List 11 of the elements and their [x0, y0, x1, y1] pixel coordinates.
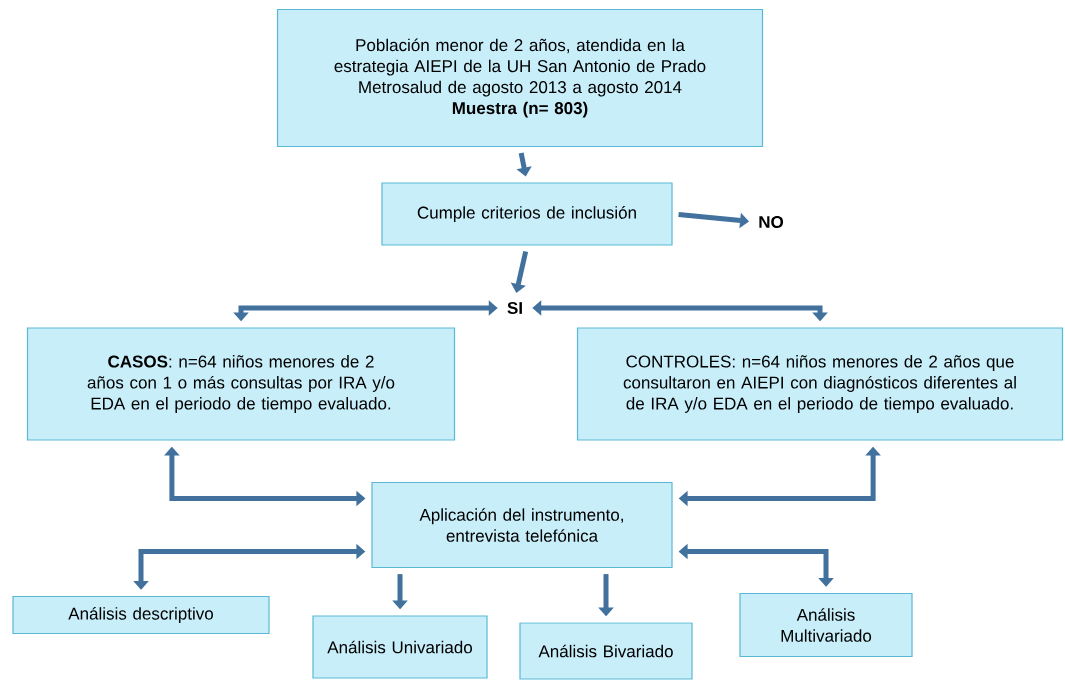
process-box: CASOS: n=64 niños menores de 2 años con 1 o más consultas por IRA y/o EDA en el periodo de tiempo evaluado. — [26, 327, 456, 441]
process-box: Población menor de 2 años, atendida en la estrategia AIEPI de la UH San Antonio de Prado Metrosalud de agosto 2013 a agosto 2014 Muestra (n= 803) — [276, 8, 764, 148]
process-box: CONTROLES: n=64 niños menores de 2 años que consultaron en AIEPI con diagnósticos diferentes al de IRA y/o EDA en el periodo de tiempo evaluado. — [576, 327, 1064, 441]
process-box: Análisis Univariado — [312, 615, 488, 679]
process-box: Análisis Bivariado — [519, 622, 693, 680]
process-box: Cumple criterios de inclusión — [381, 182, 673, 246]
process-box: Análisis Multivariado — [739, 592, 913, 658]
branch-label: SI — [507, 302, 522, 315]
process-box: Aplicación del instrumento, entrevista telefónica — [371, 481, 673, 569]
process-box: Análisis descriptivo — [12, 595, 270, 635]
branch-label: NO — [759, 216, 784, 229]
